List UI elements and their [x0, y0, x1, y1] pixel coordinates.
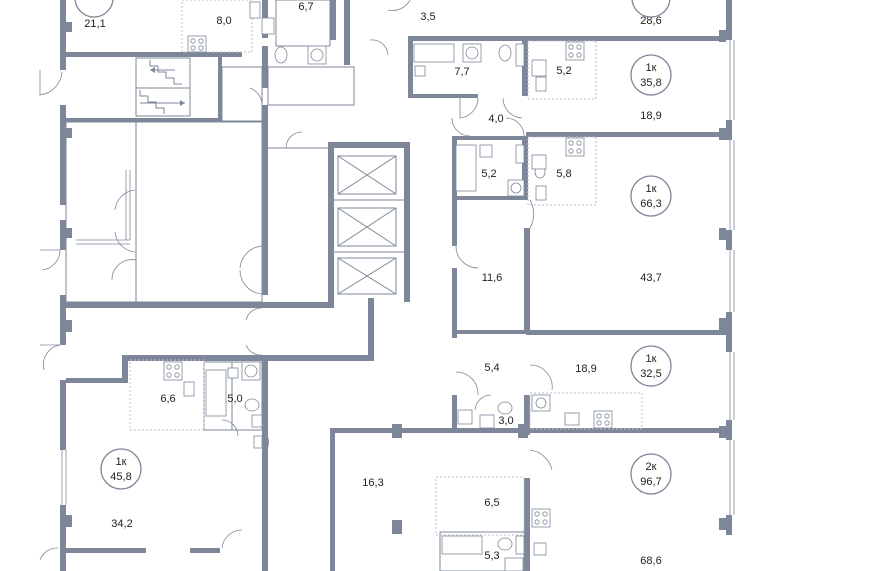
room-area-label: 34,2 [111, 518, 132, 530]
apartment-badge-circle [630, 453, 672, 495]
room-area-label: 3,5 [420, 11, 435, 23]
apartment-badge-circle [74, 0, 114, 18]
room-area-label: 16,3 [362, 477, 383, 489]
staircase [135, 57, 191, 117]
apartment-area: 96,7 [640, 476, 661, 488]
fixtures [163, 1, 613, 571]
room-area-label: 4,0 [488, 113, 503, 125]
apartment-badge[interactable]: 1к 45,8 [100, 448, 142, 490]
room-area-label: 5,2 [556, 65, 571, 77]
room-area-label: 68,6 [640, 555, 661, 567]
room-area-label: 18,9 [575, 363, 596, 375]
apartment-badge[interactable] [631, 0, 671, 18]
apartment-badge-circle [630, 175, 672, 217]
room-area-label: 5,0 [227, 393, 242, 405]
room-area-labels: 21,1 8,0 6,7 3,5 28,6 7,7 5,2 4,0 18,9 5… [84, 1, 661, 567]
room-area-label: 18,9 [640, 110, 661, 122]
room-area-label: 3,0 [498, 415, 513, 427]
room-area-label: 21,1 [84, 18, 105, 30]
apartment-badge[interactable]: 1к 32,5 [630, 345, 672, 387]
room-area-label: 5,2 [481, 168, 496, 180]
apartment-badge[interactable]: 1к 35,8 [630, 54, 672, 96]
windows [61, 40, 735, 515]
apartment-type: 1к [646, 183, 657, 195]
apartment-badge-circle [630, 54, 672, 96]
apartment-area: 35,8 [640, 77, 661, 89]
room-area-label: 11,6 [482, 272, 503, 284]
walls [60, 0, 732, 571]
doors [39, 0, 553, 561]
apartment-badge[interactable] [74, 0, 114, 18]
room-area-label: 5,3 [484, 550, 499, 562]
apartment-type: 1к [646, 62, 657, 74]
room-area-label: 28,6 [640, 15, 661, 27]
apartment-area: 32,5 [640, 368, 661, 380]
apartment-type: 2к [646, 461, 657, 473]
room-area-label: 5,4 [484, 362, 499, 374]
apartment-badge[interactable]: 2к 96,7 [630, 453, 672, 495]
apartment-badge-circle [631, 0, 671, 18]
apartment-badge[interactable]: 1к 66,3 [630, 175, 672, 217]
apartment-area: 66,3 [640, 198, 661, 210]
room-area-label: 6,6 [160, 393, 175, 405]
kitchen-zones [129, 0, 643, 536]
column [392, 520, 402, 534]
apartment-type: 1к [116, 456, 127, 468]
room-area-label: 5,8 [556, 168, 571, 180]
apartment-badge-circle [630, 345, 672, 387]
apartment-area: 45,8 [110, 471, 131, 483]
room-area-label: 6,7 [298, 1, 313, 13]
elevator-shafts [334, 155, 404, 295]
apartment-type: 1к [646, 353, 657, 365]
room-area-label: 6,5 [484, 497, 499, 509]
room-area-label: 43,7 [640, 272, 661, 284]
apartment-badge-circle [100, 448, 142, 490]
room-area-label: 7,7 [454, 66, 469, 78]
room-area-label: 8,0 [216, 15, 231, 27]
